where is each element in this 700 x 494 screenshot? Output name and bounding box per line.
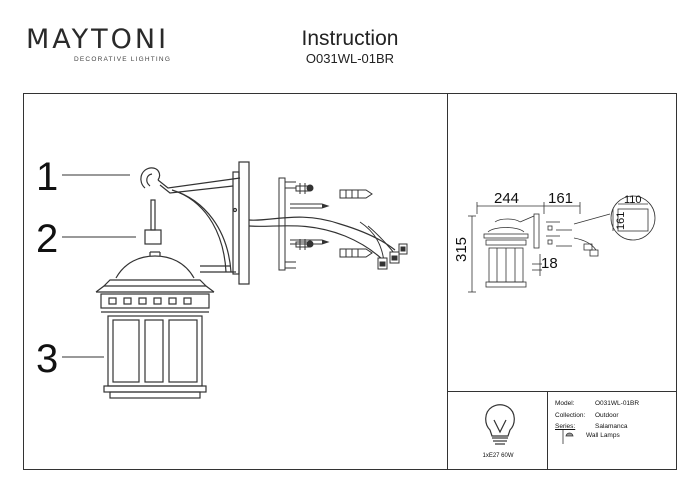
dim-plate-width: 110: [624, 194, 642, 206]
frame-divider-horizontal: [447, 391, 677, 392]
page-title: Instruction: [301, 27, 399, 50]
callout-3: 3: [36, 337, 58, 381]
brand-logo: MAYTONI DECORATIVE LIGHTING: [26, 26, 171, 63]
spec-model: Model:O031WL-01BR: [555, 400, 640, 407]
document-title-block: Instruction O031WL-01BR: [275, 27, 425, 67]
model-code: O031WL-01BR: [305, 51, 395, 67]
dim-width: 244: [494, 190, 519, 207]
lantern-part: [95, 251, 215, 399]
frame-divider-vertical: [447, 93, 448, 470]
callout-leaders: [62, 174, 136, 358]
spec-type: Wall Lamps: [586, 432, 620, 439]
info-divider: [547, 391, 548, 470]
wire-connectors: [359, 221, 408, 270]
dim-projection: 161: [548, 190, 573, 207]
bulb-spec: 1xE27 60W: [482, 453, 514, 459]
brand-tagline: DECORATIVE LIGHTING: [74, 56, 172, 63]
wall-lamp-icon: [562, 430, 574, 444]
wall-bracket-part: [140, 161, 396, 285]
drawing-frame: [23, 93, 677, 470]
bulb-icon: [485, 404, 515, 445]
dim-plate-height: 161: [615, 212, 627, 230]
dim-height: 315: [453, 237, 470, 262]
dim-base-offset: 18: [541, 255, 558, 272]
brand-wordmark: MAYTONI: [26, 24, 170, 55]
spec-collection: Collection:Outdoor: [555, 412, 619, 419]
callout-2: 2: [36, 217, 58, 261]
mounting-hardware: [278, 177, 373, 271]
spec-series: Series:Salamanca: [555, 423, 628, 430]
rod-cap-part: [144, 199, 162, 245]
dimension-drawing: [468, 195, 656, 293]
callout-1: 1: [36, 155, 58, 199]
